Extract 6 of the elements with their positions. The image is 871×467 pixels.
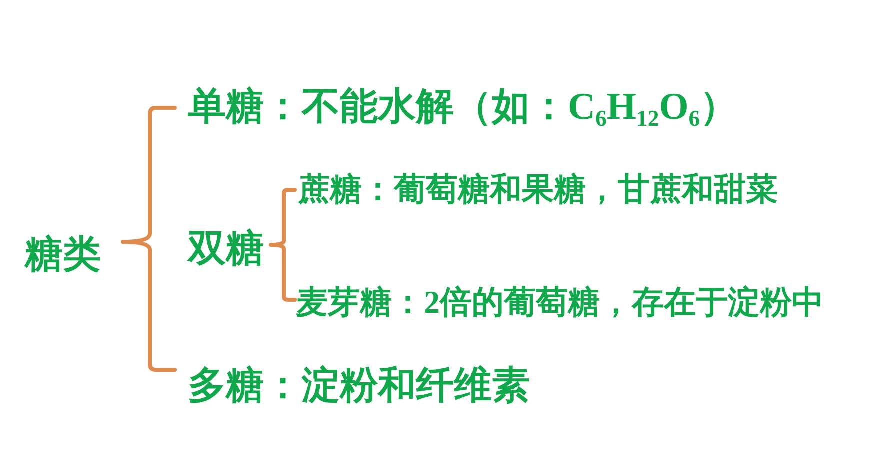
definition-text: 麦芽糖：2倍的葡萄糖，存在于淀粉中 <box>296 286 824 318</box>
category-label: 双糖 <box>188 230 264 268</box>
definition-text: 多糖：淀粉和纤维素 <box>188 367 530 405</box>
definition-text: 单糖：不能水解（如：C$_{6}$H$_{12}$O$_{6}$） <box>188 88 738 126</box>
category-label: 糖类 <box>25 236 101 274</box>
definition-text: 蔗糖：葡萄糖和果糖，甘蔗和甜菜 <box>298 173 778 205</box>
